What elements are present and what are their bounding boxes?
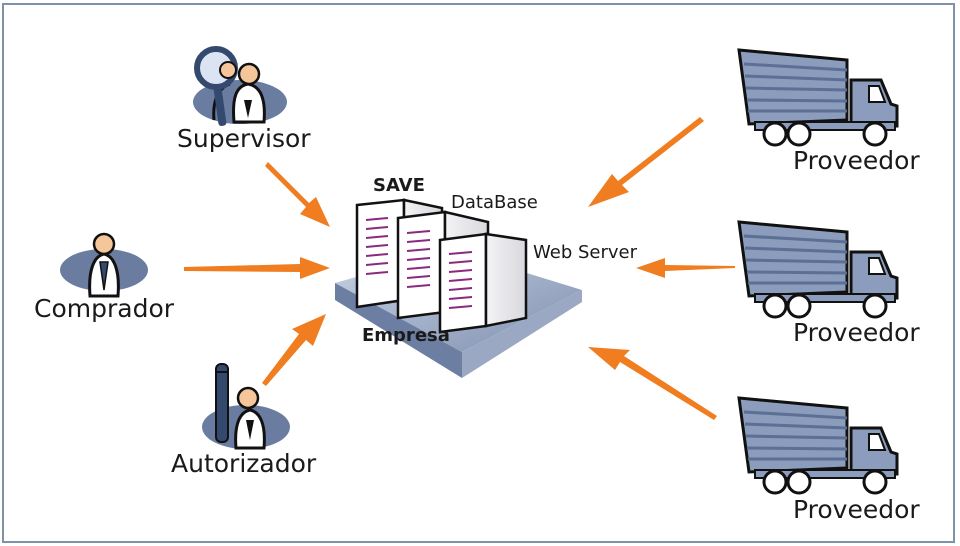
proveedor-label-3: Proveedor xyxy=(793,495,920,524)
webserver-label: Web Server xyxy=(533,242,637,263)
server-title: SAVE xyxy=(373,175,425,196)
server-tower-3 xyxy=(438,232,528,334)
comprador-label: Comprador xyxy=(34,294,175,323)
autorizador-icon xyxy=(202,363,290,450)
proveedor-label-1: Proveedor xyxy=(793,146,920,175)
arrow-autorizador xyxy=(262,314,326,386)
truck-icon-3 xyxy=(737,396,899,495)
comprador-icon xyxy=(60,232,148,298)
truck-icon-1 xyxy=(737,48,899,147)
arrow-proveedor-3 xyxy=(588,347,717,420)
arrow-supervisor xyxy=(265,162,330,227)
arrow-proveedor-2 xyxy=(636,258,735,278)
proveedor-label-2: Proveedor xyxy=(793,318,920,347)
database-label: DataBase xyxy=(451,192,538,213)
autorizador-label: Autorizador xyxy=(171,449,317,478)
supervisor-icon xyxy=(193,46,287,126)
company-label: Empresa xyxy=(362,325,450,346)
truck-icon-2 xyxy=(737,220,899,319)
supervisor-label: Supervisor xyxy=(177,124,311,153)
server-illustration xyxy=(335,198,582,378)
arrow-proveedor-1 xyxy=(588,117,704,207)
arrow-comprador xyxy=(184,257,330,279)
